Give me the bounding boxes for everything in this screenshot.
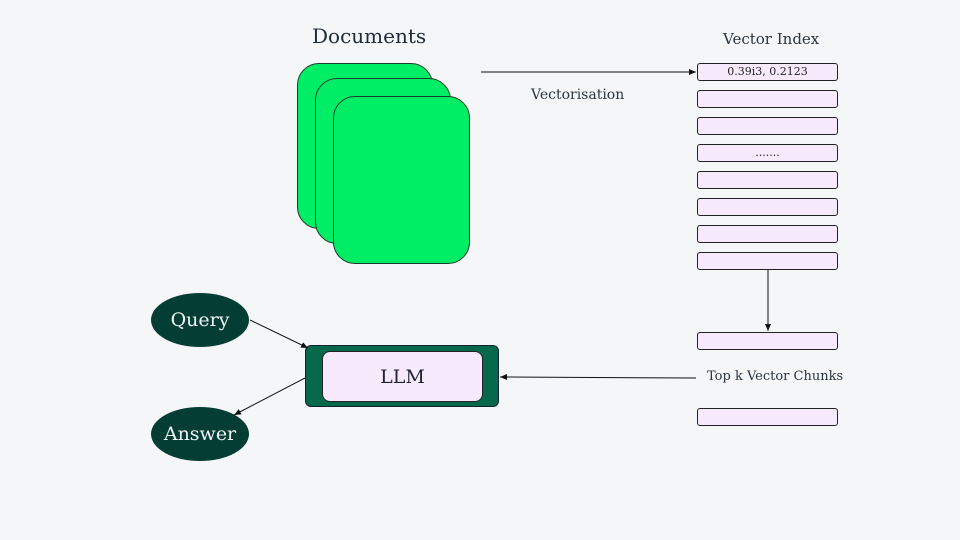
vector-index-title: Vector Index xyxy=(723,30,820,48)
top-k-chunk-row xyxy=(697,332,838,350)
llm-to-answer-arrow xyxy=(233,377,306,416)
top-k-label: Top k Vector Chunks xyxy=(707,369,844,384)
answer-label: Answer xyxy=(163,423,237,445)
llm-inner-box: LLM xyxy=(322,351,483,402)
vector-index-row xyxy=(697,252,838,270)
documents-title: Documents xyxy=(312,24,427,48)
vector-index-row xyxy=(697,117,838,135)
query-label: Query xyxy=(170,309,230,331)
query-node: Query xyxy=(151,293,249,347)
query-to-llm-arrow xyxy=(249,319,309,349)
vector-index-row xyxy=(697,225,838,243)
vector-index-row xyxy=(697,90,838,108)
vectorisation-label: Vectorisation xyxy=(531,87,625,103)
top-k-chunk-row xyxy=(697,408,838,426)
llm-label: LLM xyxy=(380,365,425,388)
document-card-front xyxy=(333,96,470,264)
vector-index-row xyxy=(697,198,838,216)
vector-index-row: 0.39i3, 0.2123 xyxy=(697,63,838,81)
llm-node: LLM xyxy=(305,345,499,407)
vector-index-row: ....... xyxy=(697,144,838,162)
topk-to-llm-arrow xyxy=(499,374,697,381)
answer-node: Answer xyxy=(151,407,249,461)
vector-index-row xyxy=(697,171,838,189)
